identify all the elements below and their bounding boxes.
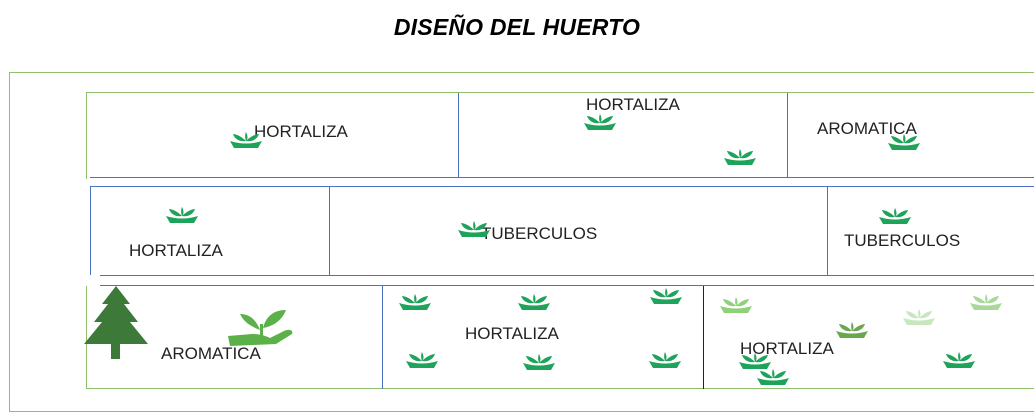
seedling-icon xyxy=(756,369,790,387)
bed-label: AROMATICA xyxy=(161,344,261,363)
bed-row-1 xyxy=(86,92,1034,179)
seedling-icon xyxy=(405,352,439,370)
divider xyxy=(458,93,459,177)
seedling-icon xyxy=(522,354,556,372)
seedling-icon xyxy=(878,208,912,226)
bed-label: AROMATICA xyxy=(817,119,917,138)
bed-label: HORTALIZA xyxy=(586,95,680,114)
path-line xyxy=(100,285,1034,286)
divider xyxy=(329,186,330,275)
bed-label: HORTALIZA xyxy=(465,324,559,343)
seedling-icon xyxy=(648,352,682,370)
seedling-icon xyxy=(738,353,772,371)
seedling-icon xyxy=(942,352,976,370)
bed-label: HORTALIZA xyxy=(129,241,223,260)
divider xyxy=(382,286,383,389)
divider xyxy=(827,186,828,275)
seedling-icon xyxy=(583,114,617,132)
hand-plant-icon xyxy=(226,306,298,348)
path-line xyxy=(90,177,1034,178)
seedling-icon xyxy=(517,294,551,312)
seedling-icon xyxy=(902,309,936,327)
bed-label: HORTALIZA xyxy=(254,122,348,141)
bed-row-2 xyxy=(90,186,1034,275)
seedling-icon xyxy=(719,297,753,315)
seedling-icon xyxy=(229,132,263,150)
tree-icon xyxy=(82,286,150,360)
seedling-icon xyxy=(398,294,432,312)
seedling-icon xyxy=(457,221,491,239)
seedling-icon xyxy=(969,294,1003,312)
page-title: DISEÑO DEL HUERTO xyxy=(393,14,641,40)
divider xyxy=(787,93,788,177)
seedling-icon xyxy=(723,149,757,167)
seedling-icon xyxy=(649,288,683,306)
bed-label: HORTALIZA xyxy=(740,339,834,358)
bed-row-3 xyxy=(86,286,1034,389)
path-line xyxy=(90,186,1034,187)
seedling-icon xyxy=(835,322,869,340)
bed-label: TUBERCULOS xyxy=(844,231,961,250)
seedling-icon xyxy=(887,134,921,152)
seedling-icon xyxy=(165,207,199,225)
bed-label: TUBERCULOS xyxy=(481,224,598,243)
divider xyxy=(703,286,704,389)
path-line xyxy=(100,275,1034,276)
